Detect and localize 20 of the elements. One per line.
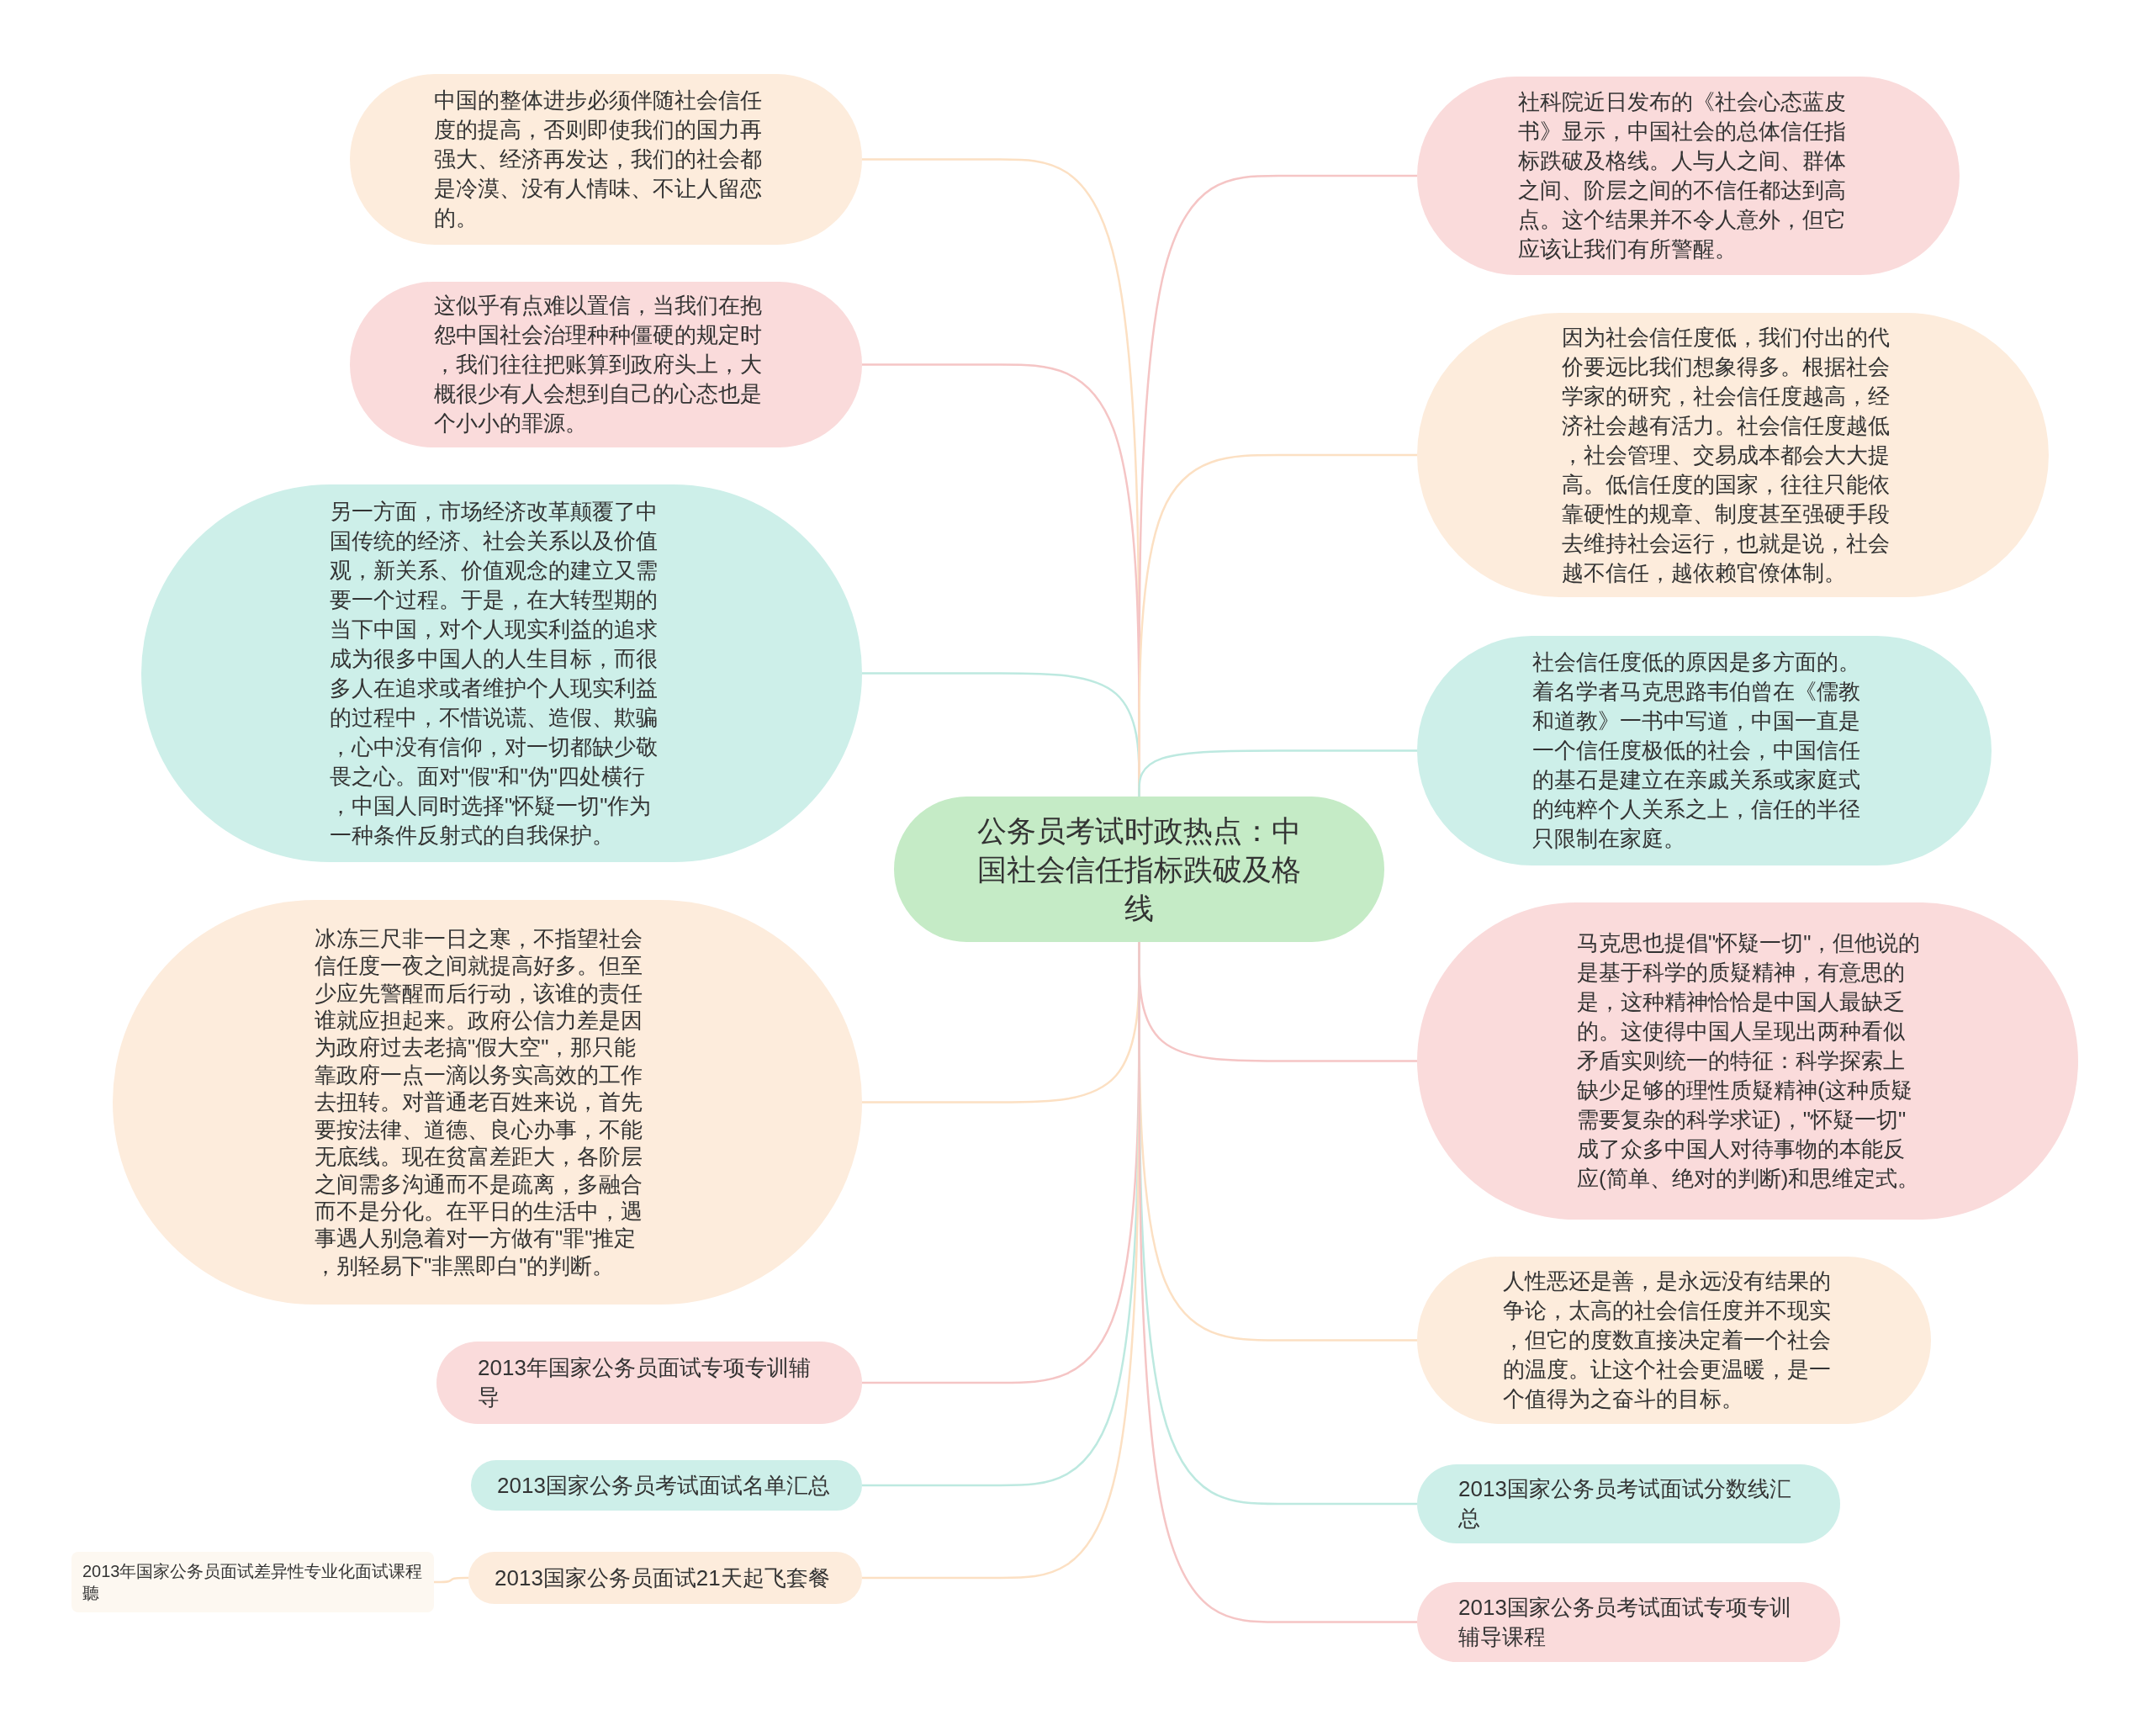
topic-text: 中国的整体进步必须伴随社会信任度的提高，否则即使我们的国力再强大、经济再发达，我们的社会都是冷漠、没有人情味、不让人留恋的。 — [434, 87, 763, 232]
subtopic-box — [71, 1552, 434, 1612]
topic-bubble — [471, 1460, 862, 1511]
connector-line — [434, 1576, 468, 1584]
topic-text: 2013年国家公务员面试专项专训辅导 — [478, 1354, 812, 1411]
central-topic-text: 公务员考试时政热点：中国社会信任指标跌破及格线 — [976, 812, 1302, 926]
topic-text: 社会信任度低的原因是多方面的。着名学者马克思路韦伯曾在《儒教和道教》一书中写道，中国一直是一个信任度极低的社会，中国信任的基石是建立在亲戚关系或家庭式的纯粹个人关系之上，信任的半径只限制在家庭。 — [1532, 648, 1861, 853]
topic-text: 因为社会信任度低，我们付出的代价要远比我们想象得多。根据社会学家的研究，社会信任度越高，经济社会越有活力。社会信任度越低，社会管理、交易成本都会大大提高。低信任度的国家，往往只能依靠硬性的规章、制度甚至强硬手段去维持社会运行，也就是说，社会越不信任，越依赖官僚体制。 — [1562, 323, 1891, 587]
topic-text: 2013国家公务员考试面试分数线汇总 — [1458, 1475, 1792, 1532]
topic-text: 冰冻三尺非一日之寒，不指望社会信任度一夜之间就提高好多。但至少应先警醒而后行动，该谁的责任谁就应担起来。政府公信力差是因为政府过去老搞"假大空"，那只能靠政府一点一滴以务实高效的工作去扭转。对普通老百姓来说，首先要按法律、道德、良心办事，不能无底线。现在贫富差距大，各阶层之间需多沟通而不是疏离，多融合而不是分化。在平日的生活中，遇事遇人别急着对一方做有"罪"推定，别轻易下"非黑即白"的判断。 — [315, 924, 643, 1280]
topic-text: 2013国家公务员考试面试名单汇总 — [497, 1471, 831, 1500]
topic-text: 这似乎有点难以置信，当我们在抱怨中国社会治理种种僵硬的规定时，我们往往把账算到政府头上，大概很少有人会想到自己的心态也是个小小的罪源。 — [434, 292, 763, 437]
topic-text: 社科院近日发布的《社会心态蓝皮书》显示，中国社会的总体信任指标跌破及格线。人与人之间、群体之间、阶层之间的不信任都达到高点。这个结果并不令人意外，但它应该让我们有所警醒。 — [1518, 88, 1847, 263]
connector-line — [1138, 749, 1417, 797]
topic-text: 2013年国家公务员面试差异性专业化面试课程聽 — [82, 1561, 424, 1604]
topic-text: 2013国家公务员考试面试专项专训辅导课程 — [1458, 1593, 1792, 1651]
topic-text: 人性恶还是善，是永远没有结果的争论，太高的社会信任度并不现实，但它的度数直接决定着一个社会的温度。让这个社会更温暖，是一个值得为之奋斗的目标。 — [1503, 1268, 1832, 1413]
topic-text: 马克思也提倡"怀疑一切"，但他说的是基于科学的质疑精神，有意思的是，这种精神恰恰是中国人最缺乏的。这使得中国人呈现出两种看似矛盾实则统一的特征：科学探索上缺少足够的理性质疑精神(这种质疑需要复杂的科学求证)，"怀疑一切"成了众多中国人对待事物的本能反应(简单、绝对的判断)和思维定式。 — [1577, 929, 1922, 1193]
topic-text: 2013国家公务员面试21天起飞套餐 — [495, 1564, 831, 1592]
topic-text: 另一方面，市场经济改革颠覆了中国传统的经济、社会关系以及价值观，新关系、价值观念的建立又需要一个过程。于是，在大转型期的当下中国，对个人现实利益的追求成为很多中国人的人生目标，而很多人在追求或者维护个人现实利益的过程中，不惜说谎、造假、欺骗，心中没有信仰，对一切都缺少敬畏之心。面对"假"和"伪"四处横行，中国人同时选择"怀疑一切"作为一种条件反射式的自我保护。 — [330, 497, 659, 849]
